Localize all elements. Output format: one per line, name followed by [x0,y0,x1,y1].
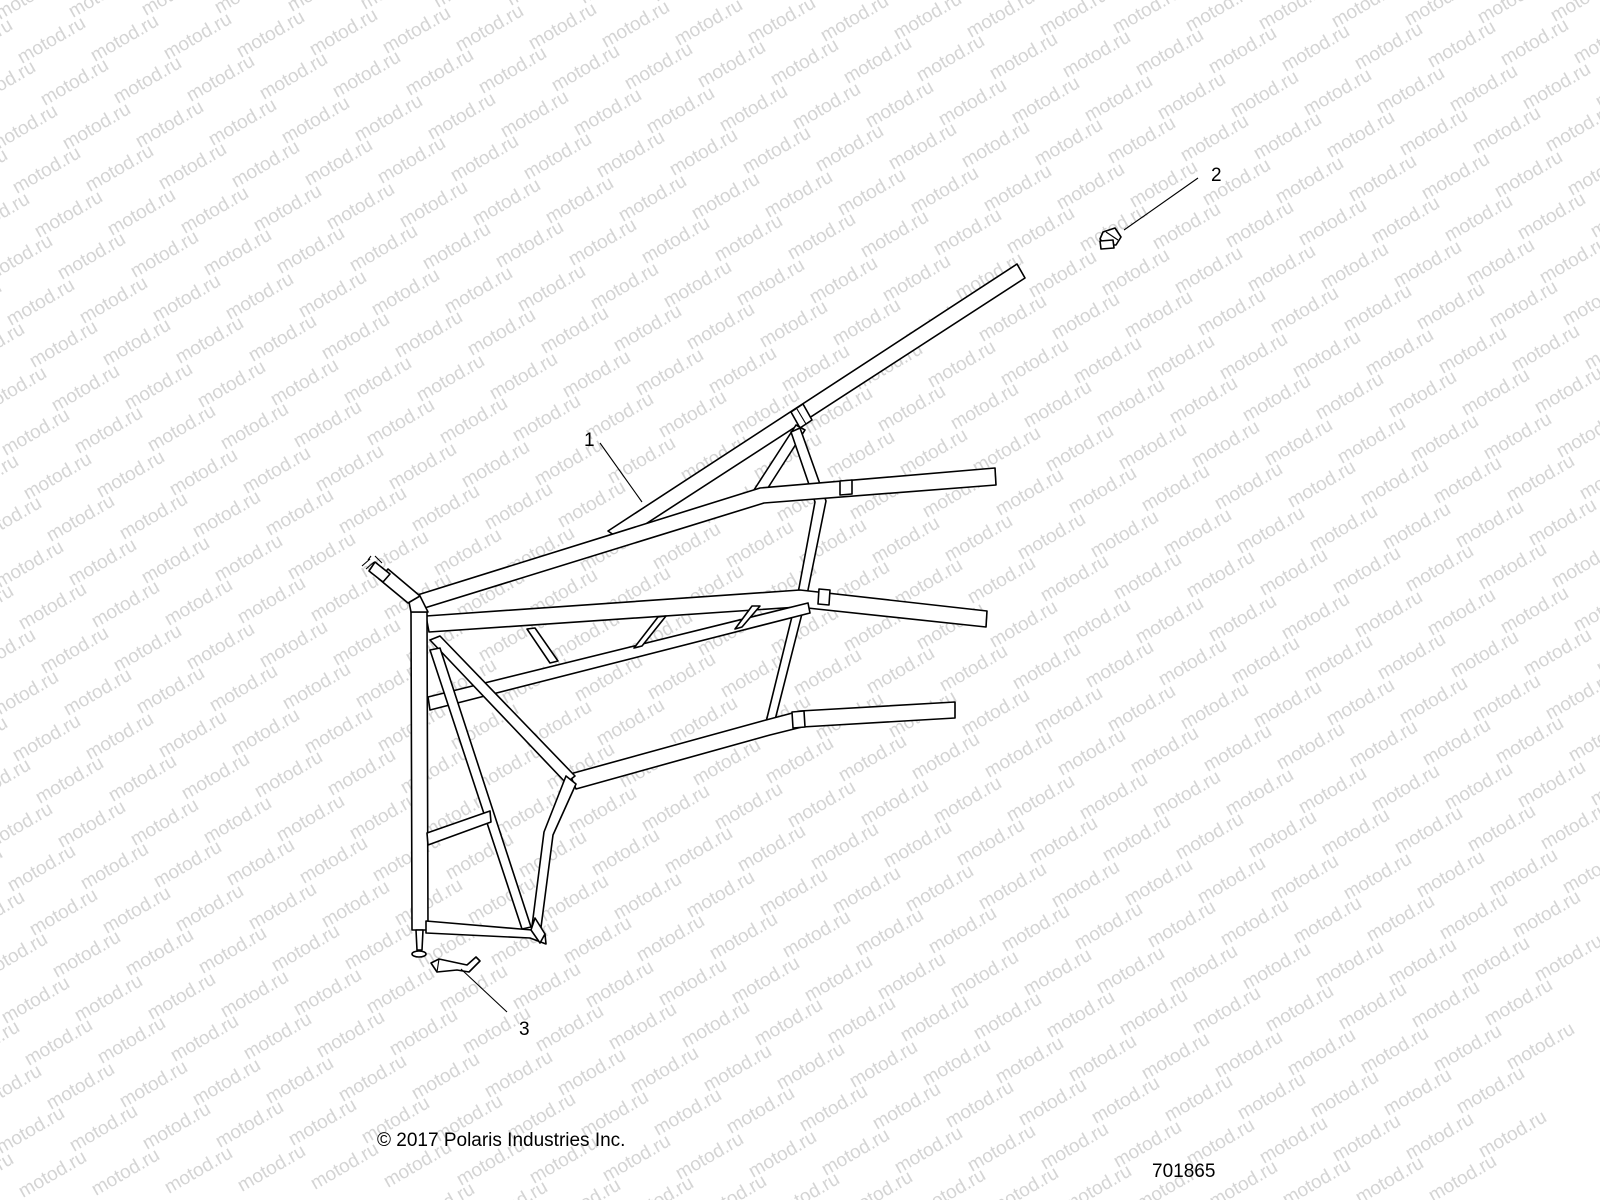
lower-side-tube [569,701,956,790]
bottom-rail [425,917,547,945]
part-3-bracket [430,956,481,973]
lower-left-diagonal [429,647,532,930]
callout-1: 1 [584,430,595,451]
leader-lines [460,177,1199,1013]
short-braces [526,605,761,664]
middle-side-tube [425,588,988,633]
lower-brace [426,810,492,846]
part-2-fastener [1099,227,1122,250]
leader-line-3 [460,968,508,1013]
callout-3: 3 [519,1019,530,1040]
leader-line-2 [1123,177,1199,231]
upper-side-tube [410,467,997,611]
lower-rear-post [530,775,577,936]
long-lower-diagonal [429,635,576,784]
copyright-text: © 2017 Polaris Industries Inc. [377,1130,626,1151]
inner-cross-tube [427,602,811,711]
figure-id: 701865 [1152,1161,1216,1182]
front-vertical-post [407,595,429,958]
top-left-stub [361,555,421,604]
callout-2: 2 [1211,165,1222,186]
leader-line-1 [599,442,643,503]
